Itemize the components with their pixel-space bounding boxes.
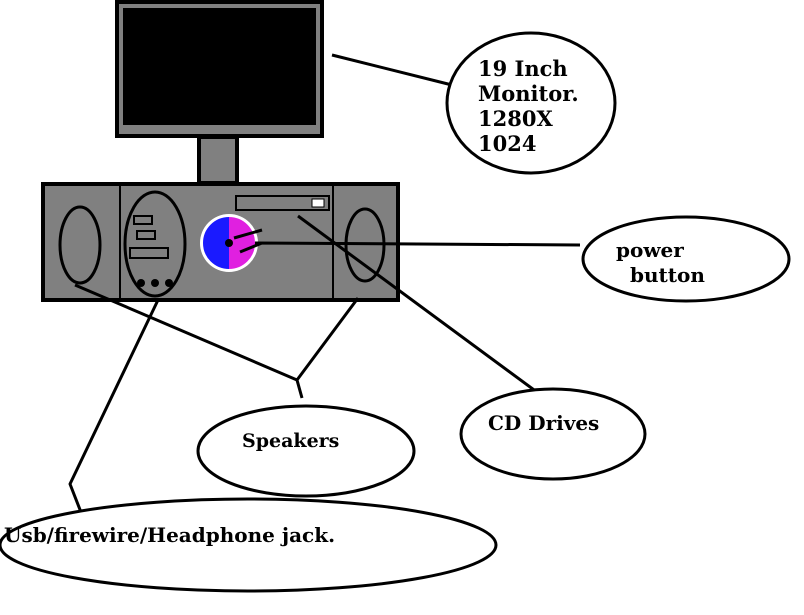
monitor-label-line-1: 19 Inch <box>478 56 568 81</box>
speakers-label: Speakers <box>242 430 339 452</box>
speaker-left <box>58 205 102 285</box>
monitor-screen <box>123 8 316 125</box>
ports-label: Usb/firewire/Headphone jack. <box>4 523 335 547</box>
monitor-bubble <box>445 31 617 175</box>
cd-drive-tray <box>235 195 330 211</box>
speakers-bubble <box>196 404 416 498</box>
headphone-jack-2 <box>151 279 159 287</box>
power-label-line-1: power <box>616 238 684 262</box>
power-leader <box>233 228 581 254</box>
monitor-label-line-2: Monitor. <box>478 81 579 106</box>
monitor <box>115 0 324 185</box>
power-button-center <box>225 239 233 247</box>
power-label-line-2: button <box>630 263 705 287</box>
port-firewire <box>129 247 169 259</box>
port-usb-2 <box>136 230 156 240</box>
cd-bubble <box>459 387 647 481</box>
ports-panel <box>123 190 187 298</box>
headphone-jack-1 <box>137 279 145 287</box>
ports-leader <box>68 299 160 521</box>
power-button <box>200 214 258 272</box>
system-unit <box>41 182 400 302</box>
ports-bubble <box>0 497 498 593</box>
monitor-leader <box>331 53 453 87</box>
monitor-label-line-4: 1024 <box>478 131 536 156</box>
monitor-label-line-3: 1280X <box>478 106 553 131</box>
cd-drives-label: CD Drives <box>488 411 599 435</box>
cd-drive-button <box>311 198 325 208</box>
power-bubble <box>581 215 791 303</box>
label-bubbles <box>0 31 791 593</box>
port-usb-1 <box>133 215 153 225</box>
monitor-stand <box>197 135 239 185</box>
headphone-jack-3 <box>165 279 173 287</box>
